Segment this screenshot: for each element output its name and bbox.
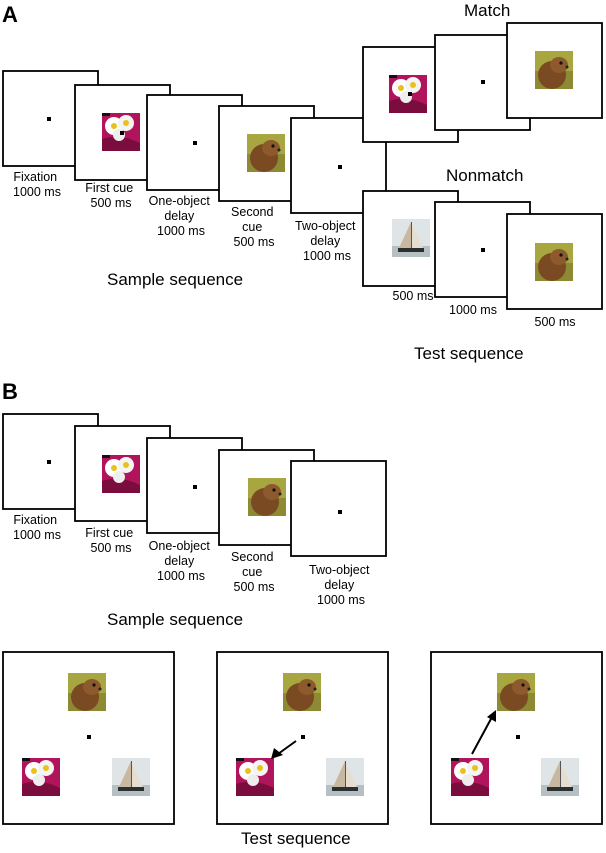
match-label: Match bbox=[464, 1, 510, 20]
sailboat-image bbox=[325, 757, 365, 797]
caption-one-object-delay: One-object delay 1000 ms bbox=[149, 539, 214, 583]
arrowhead-icon bbox=[271, 748, 283, 759]
panel-b-sample-frames bbox=[2, 413, 387, 557]
panel-b-sample-label: Sample sequence bbox=[107, 610, 243, 629]
caption-fixation: Fixation 1000 ms bbox=[13, 170, 61, 199]
caption-first-cue: First cue 500 ms bbox=[85, 181, 136, 210]
caption-test-1: 500 ms bbox=[393, 289, 434, 303]
panel-a-letter: A bbox=[2, 2, 18, 27]
panel-a-nonmatch-frames bbox=[362, 190, 603, 310]
saccade-arrow bbox=[471, 716, 493, 755]
panel-b-test-screen-3 bbox=[430, 651, 603, 825]
caption-second-cue: Second cue 500 ms bbox=[231, 205, 277, 249]
panel-b-letter: B bbox=[2, 379, 18, 404]
marmot-image bbox=[497, 673, 535, 711]
sailboat-image bbox=[111, 757, 151, 797]
flower-image bbox=[102, 455, 140, 493]
panel-b-test-screen-2 bbox=[216, 651, 389, 825]
flower-image bbox=[22, 758, 60, 796]
marmot-image bbox=[283, 673, 321, 711]
caption-test-3: 500 ms bbox=[535, 315, 576, 329]
sailboat-image bbox=[540, 757, 580, 797]
panel-b-test-screen-1 bbox=[2, 651, 175, 825]
caption-two-object-delay: Two-object delay 1000 ms bbox=[295, 219, 359, 263]
frame-two-object-delay bbox=[290, 460, 387, 557]
caption-second-cue: Second cue 500 ms bbox=[231, 550, 277, 594]
flower-image bbox=[236, 758, 274, 796]
panel-a-sample-label: Sample sequence bbox=[107, 270, 243, 289]
caption-test-2: 1000 ms bbox=[449, 303, 497, 317]
marmot-image bbox=[248, 478, 286, 516]
panel-a-sample-frames bbox=[2, 70, 387, 214]
marmot-image bbox=[68, 673, 106, 711]
caption-first-cue: First cue 500 ms bbox=[85, 526, 136, 555]
saccade-arrow bbox=[277, 740, 297, 755]
panel-a-match-frames bbox=[362, 22, 603, 143]
caption-two-object-delay: Two-object delay 1000 ms bbox=[309, 563, 373, 607]
arrowhead-icon bbox=[487, 710, 496, 722]
panel-a-test-label: Test sequence bbox=[414, 344, 524, 363]
panel-b-test-label: Test sequence bbox=[241, 829, 351, 848]
nonmatch-label: Nonmatch bbox=[446, 166, 523, 185]
flower-image bbox=[451, 758, 489, 796]
caption-fixation: Fixation 1000 ms bbox=[13, 513, 61, 542]
marmot-image bbox=[247, 134, 285, 172]
marmot-image bbox=[535, 243, 573, 281]
marmot-image bbox=[535, 51, 573, 89]
sailboat-image bbox=[391, 218, 431, 258]
caption-one-object-delay: One-object delay 1000 ms bbox=[149, 194, 214, 238]
